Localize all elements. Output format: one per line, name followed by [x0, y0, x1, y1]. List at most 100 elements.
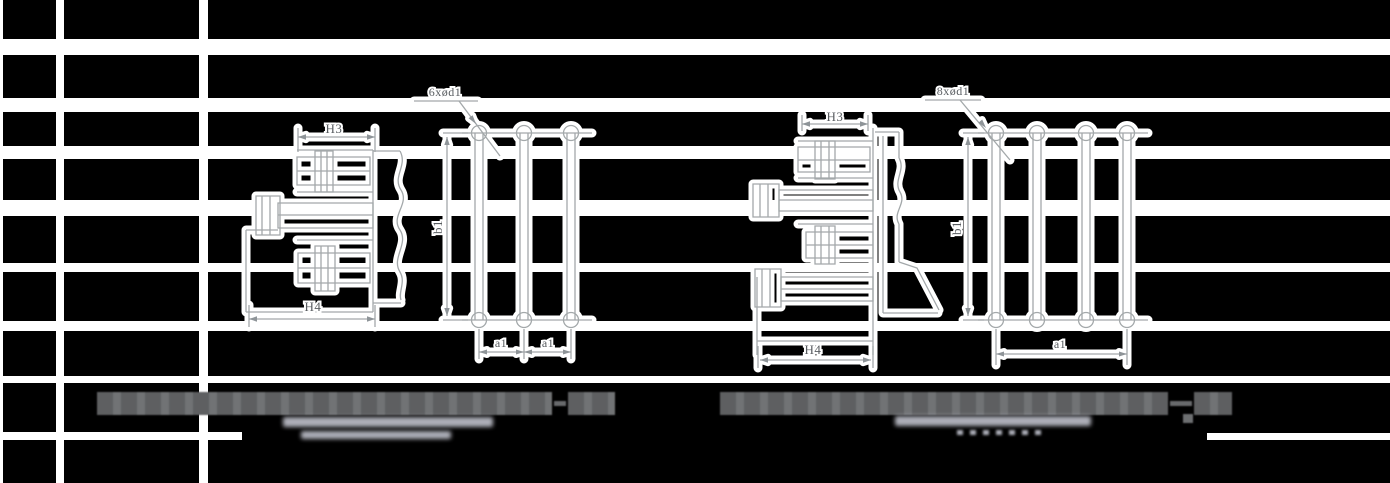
- blurred-text-line: [283, 417, 493, 427]
- dim-extension-line: [995, 329, 1128, 365]
- caption-redacted-segment: [1194, 392, 1232, 415]
- left-technical-diagram: H3 H4 b1 a1 a1 6xød1: [241, 83, 597, 364]
- break-line: [875, 131, 940, 314]
- hole-callout-label: 8xød1: [937, 84, 970, 98]
- mounting-hole: [987, 124, 1005, 142]
- rail: [519, 133, 529, 320]
- arrowhead: [978, 119, 986, 128]
- arrowhead: [298, 134, 306, 140]
- table-grid-line: [0, 98, 1390, 112]
- mounting-hole: [515, 311, 533, 329]
- blurred-text-line: [301, 431, 451, 439]
- terminal-block: [797, 146, 871, 173]
- caption-redacted-bar: [97, 392, 617, 415]
- caption-redacted-dash: [1170, 401, 1192, 406]
- arrowhead: [479, 349, 487, 355]
- dim-extension-line: [248, 305, 376, 327]
- caption-redacted-descender: [1183, 414, 1193, 423]
- arrowhead: [444, 308, 450, 316]
- mounting-hole: [470, 124, 488, 142]
- dim-extension-line: [478, 329, 572, 359]
- arrowhead: [863, 357, 871, 363]
- table-grid-line: [0, 432, 242, 440]
- mounting-hole: [562, 311, 580, 329]
- dim-label-b1: b1: [949, 221, 964, 235]
- arrowhead: [249, 316, 257, 322]
- callout-leader-line: [458, 100, 501, 157]
- hole-callout-label: 6xød1: [429, 85, 462, 99]
- dim-extension-line: [443, 132, 468, 321]
- bolt: [814, 225, 836, 265]
- table-grid-line: [0, 263, 1390, 272]
- table-grid-line: [1207, 433, 1390, 440]
- blurred-text-line: [895, 416, 1091, 426]
- rail: [991, 133, 1001, 320]
- rail: [1081, 133, 1091, 320]
- front-view-edge: [462, 132, 592, 321]
- dim-label-h4: H4: [805, 342, 822, 357]
- caption-redacted-bar: [720, 392, 1232, 415]
- caption-subtext-blurred: [283, 417, 495, 439]
- mounting-hole: [1028, 311, 1046, 329]
- diagram-linework: H3 H4 b1 a1 8xød1: [752, 82, 1148, 368]
- dim-label-h3: H3: [827, 109, 844, 124]
- arrowhead: [516, 349, 524, 355]
- table-grid-line: [0, 321, 1390, 331]
- rail: [1122, 133, 1132, 320]
- terminal-block: [805, 231, 874, 259]
- bolt: [814, 140, 836, 180]
- dim-extension-line: [757, 346, 874, 368]
- arrowhead: [1119, 351, 1127, 357]
- arrowhead: [802, 121, 810, 127]
- rail: [1032, 133, 1042, 320]
- dim-extension-line: [297, 128, 376, 152]
- blurred-text-dots: [957, 430, 1041, 435]
- callout-leader-line: [959, 99, 1011, 161]
- mounting-hole: [1077, 311, 1095, 329]
- dim-label-a1: a1: [542, 336, 554, 350]
- rail: [566, 133, 576, 320]
- dim-extension-line: [963, 132, 984, 321]
- dim-label-h3: H3: [326, 121, 343, 136]
- bolt: [752, 183, 780, 218]
- terminal-block: [277, 202, 374, 229]
- mounting-hole: [562, 124, 580, 142]
- dim-label-b1: b1: [430, 220, 445, 234]
- caption-redacted-segment: [97, 392, 552, 415]
- table-grid-line: [56, 0, 64, 483]
- terminal-block: [780, 276, 874, 302]
- mounting-hole: [1118, 124, 1136, 142]
- table-grid-line: [199, 0, 208, 483]
- terminal-block: [297, 252, 371, 284]
- mounting-hole: [515, 124, 533, 142]
- arrowhead: [367, 134, 375, 140]
- arrowhead: [563, 349, 571, 355]
- dim-label-a1: a1: [1054, 337, 1066, 351]
- caption-redacted-segment: [568, 392, 615, 415]
- caption-redacted-dash: [554, 401, 566, 406]
- table-grid-line: [0, 200, 1390, 216]
- dim-extension-line: [801, 115, 869, 131]
- caption-subtext-blurred: [895, 416, 1093, 435]
- arrowhead: [965, 137, 971, 145]
- arrowhead: [468, 115, 476, 124]
- arrowhead: [444, 137, 450, 145]
- bolt: [314, 245, 336, 292]
- mounting-hole: [1118, 311, 1136, 329]
- arrowhead: [367, 316, 375, 322]
- table-grid-line: [0, 39, 1390, 55]
- break-line: [373, 150, 404, 304]
- mounting-hole: [987, 311, 1005, 329]
- right-technical-diagram: H3 H4 b1 a1 8xød1: [748, 82, 1153, 373]
- mounting-hole: [470, 311, 488, 329]
- dim-label-h4: H4: [305, 299, 322, 314]
- caption-redacted-segment: [720, 392, 1168, 415]
- arrowhead: [965, 308, 971, 316]
- table-grid-line: [0, 0, 3, 483]
- diagram-linework: H3 H4 b1 a1 a1 6xød1: [245, 83, 592, 359]
- arrowhead: [996, 351, 1004, 357]
- table-grid-line: [0, 146, 1390, 159]
- table-grid-line: [0, 376, 1390, 383]
- side-view-outline: [245, 149, 374, 313]
